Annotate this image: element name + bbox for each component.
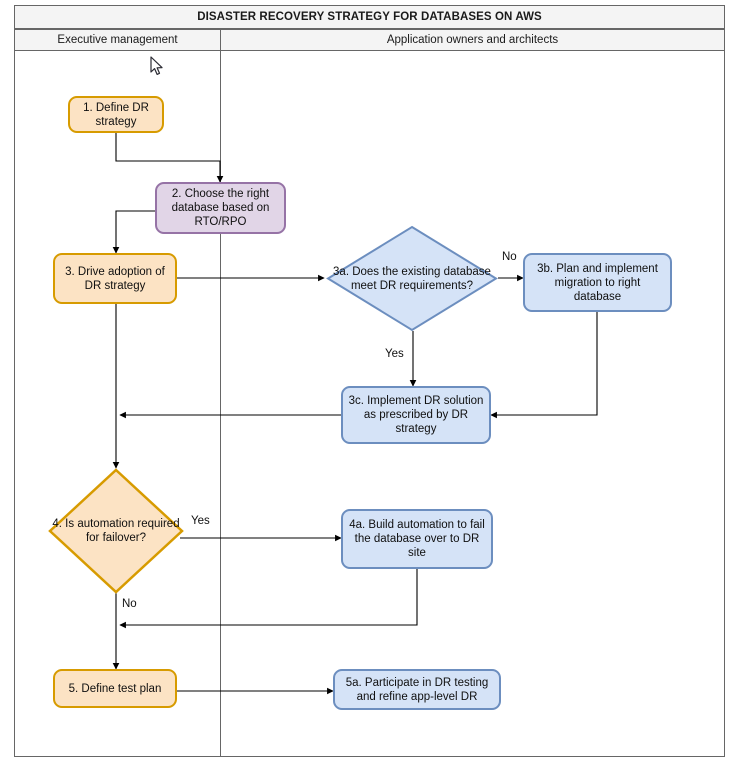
node-1-define-dr-strategy[interactable]: 1. Define DR strategy (68, 96, 164, 133)
edge-label-3a-no: No (502, 251, 517, 263)
node-5a-participate-dr-testing[interactable]: 5a. Participate in DR testing and refine… (333, 669, 501, 710)
node-3b-plan-migration[interactable]: 3b. Plan and implement migration to righ… (523, 253, 672, 312)
node-5-define-test-plan[interactable]: 5. Define test plan (53, 669, 177, 708)
lane-divider (220, 51, 221, 757)
node-3a-decision-existing-database[interactable]: 3a. Does the existing database meet DR r… (326, 225, 498, 332)
node-4-decision-automation-required[interactable]: 4. Is automation required for failover? (48, 468, 184, 594)
lane-header-executive-management: Executive management (14, 29, 221, 51)
edge-label-4-yes: Yes (191, 515, 210, 527)
edge-label-4-no: No (122, 598, 137, 610)
diagram-title: DISASTER RECOVERY STRATEGY FOR DATABASES… (14, 5, 725, 29)
node-3c-implement-dr-solution[interactable]: 3c. Implement DR solution as prescribed … (341, 386, 491, 444)
node-3-drive-adoption[interactable]: 3. Drive adoption of DR strategy (53, 253, 177, 304)
edge-label-3a-yes: Yes (385, 348, 404, 360)
lane-header-application-owners: Application owners and architects (220, 29, 725, 51)
node-4a-build-automation[interactable]: 4a. Build automation to fail the databas… (341, 509, 493, 569)
node-2-choose-right-database[interactable]: 2. Choose the right database based on RT… (155, 182, 286, 234)
